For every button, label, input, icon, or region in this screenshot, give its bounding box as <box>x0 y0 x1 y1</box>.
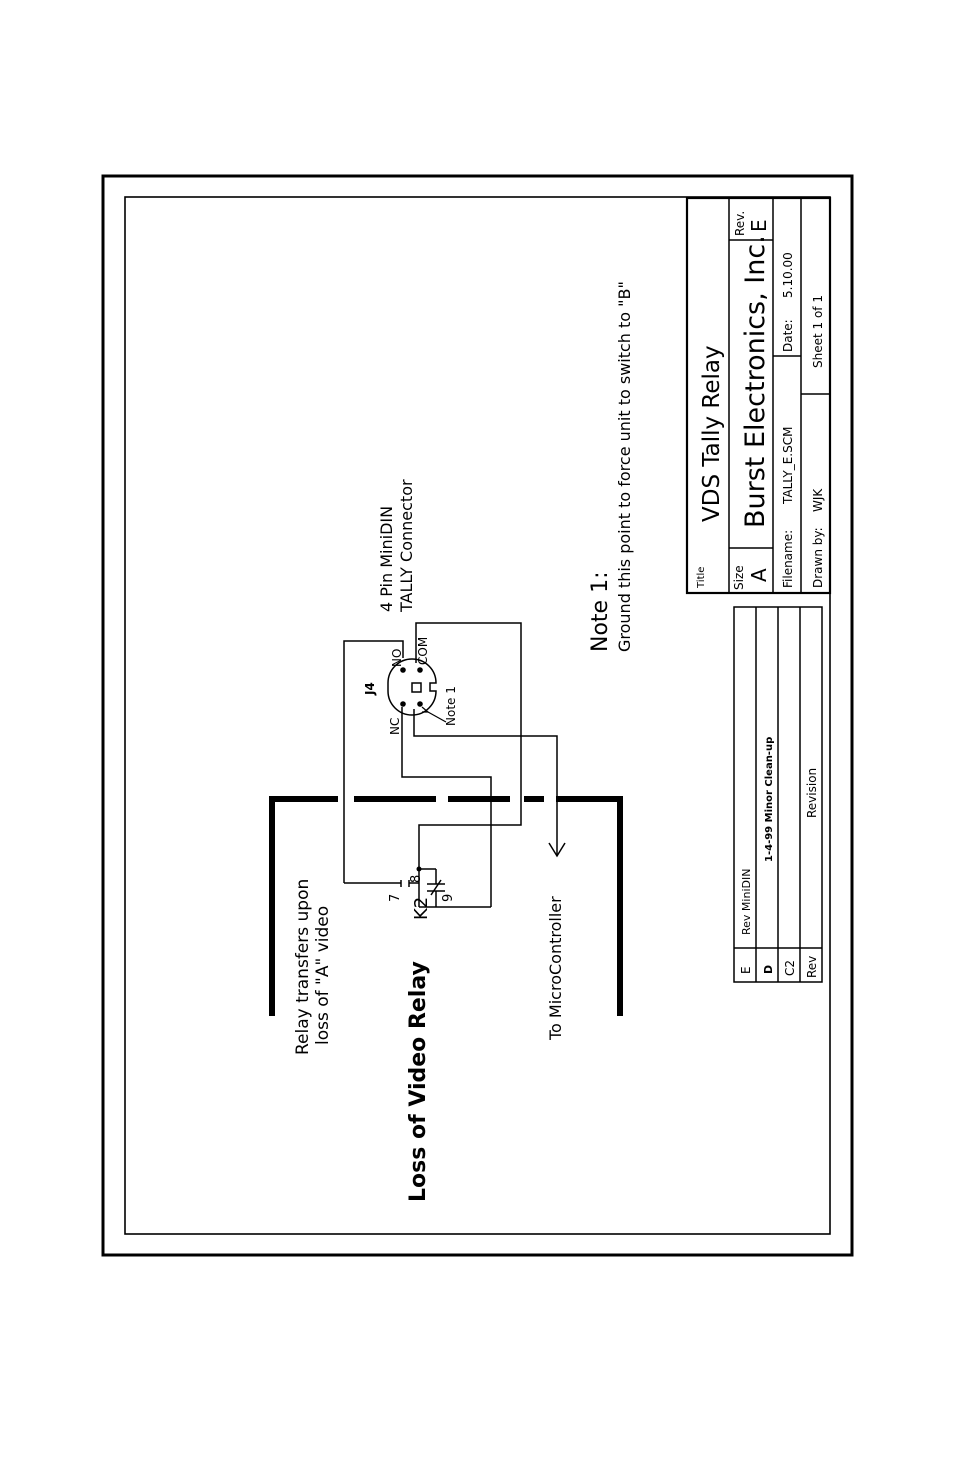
title-block <box>685 196 832 595</box>
drawing-title: VDS Tally Relay <box>699 345 725 522</box>
inner-border <box>124 196 831 1235</box>
minidin-connector-j4 <box>387 658 447 723</box>
filename-value: TALLY_E.SCM <box>781 427 795 505</box>
relay-note-line2: loss of "A" video <box>313 906 333 1045</box>
relay-k2 <box>344 866 491 908</box>
note-title: Note 1: <box>588 572 613 652</box>
rev-row-e-desc: Rev MiniDIN <box>740 869 753 935</box>
wiring <box>343 622 566 907</box>
rev-header-rev: Rev <box>805 956 819 978</box>
rev-label: Rev. <box>733 211 747 236</box>
revision-letter: E <box>747 219 771 232</box>
size-label: Size <box>732 565 746 590</box>
date-label: Date: <box>781 319 795 352</box>
connector-note-ref: Note 1 <box>444 686 458 726</box>
title-label: Title <box>696 567 707 589</box>
date-value: 5.10.00 <box>781 252 795 298</box>
rev-row-d-desc: 1-4-99 Minor Clean-up <box>764 737 775 862</box>
to-microcontroller-label: To MicroController <box>546 896 565 1041</box>
rev-row-c2-rev: C2 <box>783 960 797 976</box>
rev-row-e-rev: E <box>739 966 753 974</box>
outer-border <box>101 174 854 1257</box>
sheet-size: A <box>747 568 771 582</box>
connector-desc-line1: 4 Pin MiniDIN <box>377 506 396 612</box>
connector-ref: J4 <box>363 682 377 696</box>
connector-nc: NC <box>388 718 402 735</box>
relay-pin8: 8 <box>409 875 424 883</box>
drawn-label: Drawn by: <box>811 527 825 588</box>
note-text: Ground this point to force unit to switc… <box>615 281 634 652</box>
relay-pin9: 9 <box>441 894 456 902</box>
rev-row-d-rev: D <box>762 965 775 974</box>
drawn-value: WJK <box>811 488 825 512</box>
filename-label: Filename: <box>781 530 795 588</box>
connector-no: NO <box>390 649 404 667</box>
company-name: Burst Electronics, Inc. <box>740 235 771 528</box>
diagram-heading: Loss of Video Relay <box>406 961 431 1202</box>
relay-ref: K2 <box>411 897 432 920</box>
relay-pin7: 7 <box>388 894 403 902</box>
text-layer: Loss of Video Relay Relay transfers upon… <box>293 211 825 1202</box>
sheet-number: Sheet 1 of 1 <box>811 295 825 368</box>
rev-header-desc: Revision <box>805 768 819 818</box>
revision-block <box>733 606 823 983</box>
board-boundary <box>269 796 623 1016</box>
relay-note-line1: Relay transfers upon <box>293 879 313 1055</box>
connector-com: COM <box>416 637 430 665</box>
connector-desc-line2: TALLY Connector <box>397 479 416 613</box>
